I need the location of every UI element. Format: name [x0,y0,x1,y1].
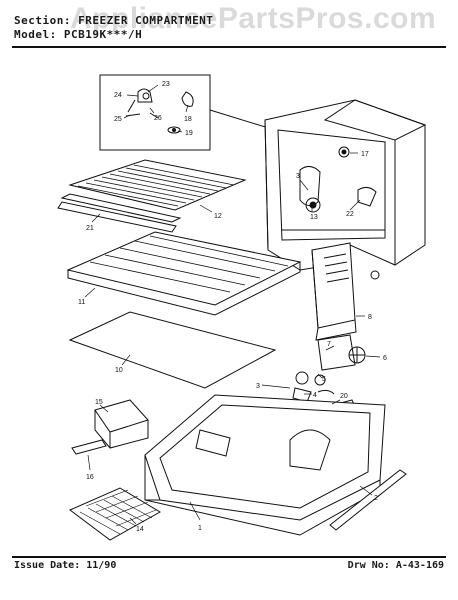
freezer-cabinet [264,99,427,271]
callout-24: 24 [114,92,122,99]
callout-8: 8 [368,314,372,321]
inset-detail-box [99,74,211,151]
callout-26: 26 [154,115,162,122]
section-title: Section: FREEZER COMPARTMENT [14,14,214,27]
drawing-number: Drw No: A-43-169 [347,560,444,571]
top-rule [12,46,446,48]
callout-numbers: 23 24 25 26 18 19 17 3 13 22 12 21 11 10… [78,81,387,533]
callout-4: 4 [313,392,317,399]
callout-18: 18 [184,116,192,123]
divider-bar [57,201,177,233]
callout-19: 19 [185,130,193,137]
callout-25: 25 [114,116,122,123]
callout-23: 23 [162,81,170,88]
callout-10: 10 [115,367,123,374]
callout-3-cabinet: 3 [296,173,300,180]
callout-12: 12 [214,213,222,220]
callout-16: 16 [86,474,94,481]
callout-13: 13 [310,214,318,221]
callout-21: 21 [86,225,94,232]
callout-15: 15 [95,399,103,406]
wire-shelf [60,159,247,223]
callout-3: 3 [256,383,260,390]
callout-17: 17 [361,151,369,158]
model-title: Model: PCB19K***/H [14,28,143,41]
issue-date: Issue Date: 11/90 [14,560,117,571]
air-duct [311,242,380,341]
callout-7: 7 [327,341,331,348]
callout-20: 20 [340,393,348,400]
trim-strip [329,469,407,531]
callout-6: 6 [383,355,387,362]
callout-22: 22 [346,211,354,218]
bottom-panel [68,311,277,389]
bottom-rule [12,556,446,558]
callout-2: 2 [374,495,378,502]
ice-tray [69,487,161,541]
fan-motor-assembly [292,334,366,403]
ice-bin-handle [71,439,107,455]
callout-5: 5 [322,376,326,383]
ice-bin [94,399,149,449]
freezer-shelf [66,231,302,316]
watermark: AppliancePartsPros.com [70,2,437,35]
callout-1: 1 [198,525,202,532]
callout-11: 11 [78,299,85,306]
leader-lines [84,84,381,525]
callout-14: 14 [136,526,144,533]
